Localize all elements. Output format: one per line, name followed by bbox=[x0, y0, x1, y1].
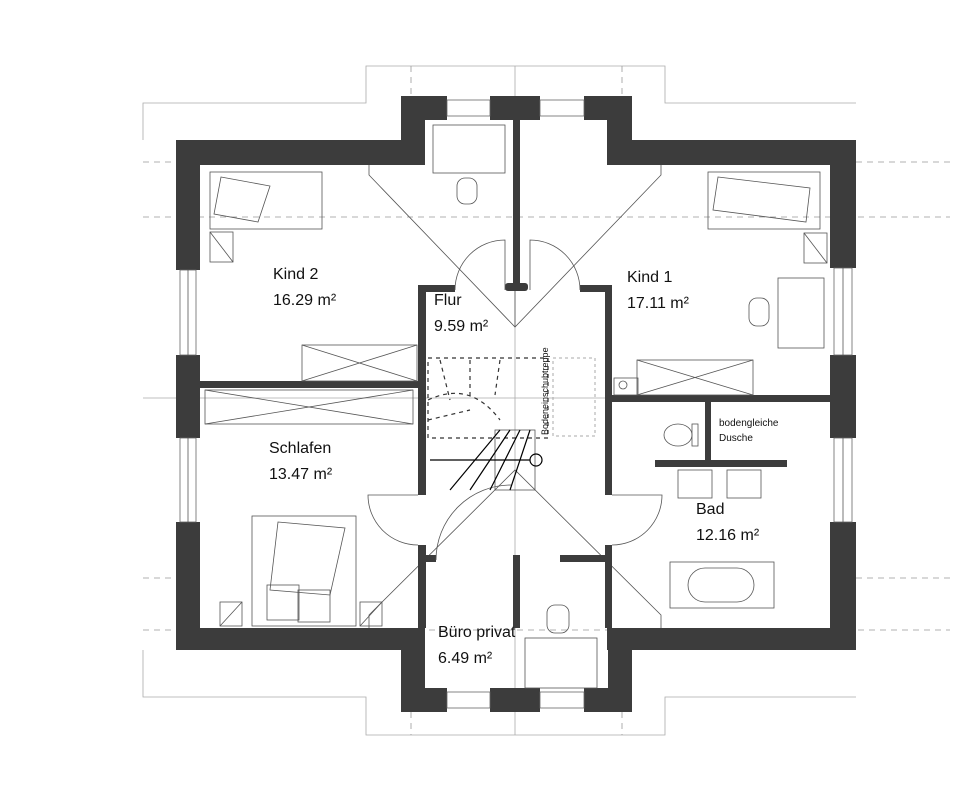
room-area: 16.29 m² bbox=[273, 292, 337, 309]
room-name: Schlafen bbox=[269, 440, 332, 457]
room-label-flur: Flur 9.59 m² bbox=[434, 288, 488, 340]
doors bbox=[367, 239, 663, 561]
room-area: 12.16 m² bbox=[696, 527, 760, 544]
room-area: 13.47 m² bbox=[269, 466, 333, 483]
room-label-bad: Bad 12.16 m² bbox=[696, 497, 759, 549]
room-label-schlafen: Schlafen 13.47 m² bbox=[269, 436, 332, 488]
room-name: Flur bbox=[434, 292, 462, 309]
room-area: 9.59 m² bbox=[434, 318, 489, 335]
room-name: Büro privat bbox=[438, 624, 516, 641]
room-label-buero: Büro privat 6.49 m² bbox=[438, 620, 515, 672]
room-area: 17.11 m² bbox=[627, 295, 689, 312]
shower-label-line2: Dusche bbox=[719, 433, 753, 444]
furniture bbox=[204, 124, 828, 689]
stair-label: Bodeneinschubtreppe bbox=[540, 347, 550, 435]
room-area: 6.49 m² bbox=[438, 650, 493, 667]
room-label-kind2: Kind 2 16.29 m² bbox=[273, 262, 336, 314]
room-name: Kind 1 bbox=[627, 269, 673, 286]
room-label-kind1: Kind 1 17.11 m² bbox=[627, 265, 689, 317]
room-name: Bad bbox=[696, 501, 725, 518]
shower-label-line1: bodengleiche bbox=[719, 418, 779, 429]
walls bbox=[176, 96, 856, 712]
room-name: Kind 2 bbox=[273, 266, 319, 283]
windows bbox=[179, 99, 853, 709]
